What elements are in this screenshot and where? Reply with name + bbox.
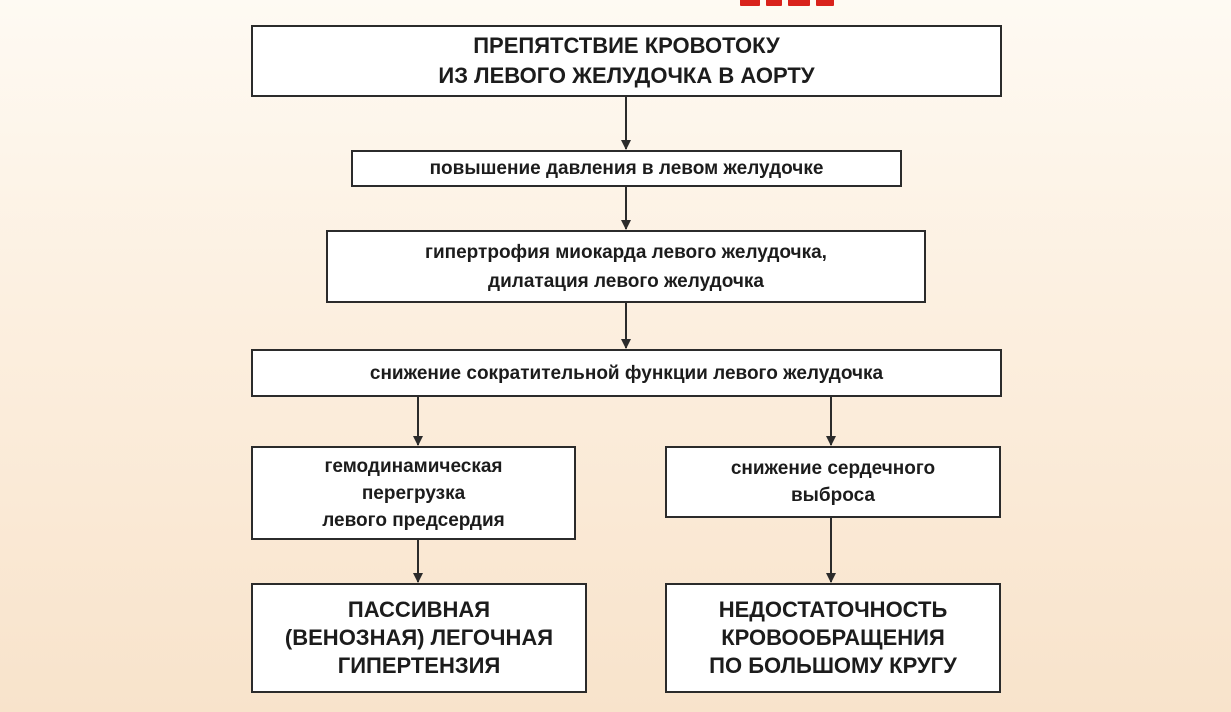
node-output: снижение сердечного выброса: [665, 446, 1001, 518]
node-overload: гемодинамическая перегрузка левого предс…: [251, 446, 576, 540]
node-insufficiency: НЕДОСТАТОЧНОСТЬ КРОВООБРАЩЕНИЯ ПО БОЛЬШО…: [665, 583, 1001, 693]
cropped-title-fragment: [740, 0, 860, 6]
node-contractility: снижение сократительной функции левого ж…: [251, 349, 1002, 397]
node-pressure: повышение давления в левом желудочке: [351, 150, 902, 187]
node-hypertrophy: гипертрофия миокарда левого желудочка, д…: [326, 230, 926, 303]
node-obstruction: ПРЕПЯТСТВИЕ КРОВОТОКУ ИЗ ЛЕВОГО ЖЕЛУДОЧК…: [251, 25, 1002, 97]
node-hypertension: ПАССИВНАЯ (ВЕНОЗНАЯ) ЛЕГОЧНАЯ ГИПЕРТЕНЗИ…: [251, 583, 587, 693]
